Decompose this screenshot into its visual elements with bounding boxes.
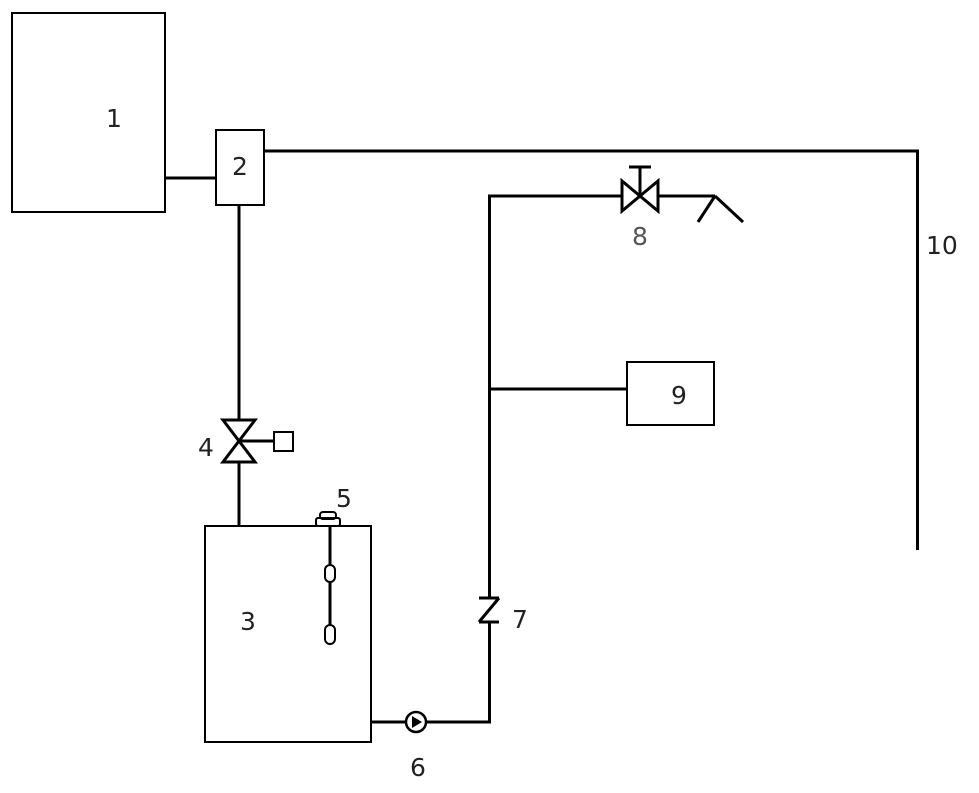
component-1-box xyxy=(11,12,166,213)
component-3-tank xyxy=(204,525,372,743)
label-4: 4 xyxy=(198,433,214,462)
spray-nozzle-icon xyxy=(696,194,745,224)
label-3: 3 xyxy=(240,607,256,636)
label-1: 1 xyxy=(106,104,122,133)
label-5: 5 xyxy=(336,484,352,513)
component-9-box xyxy=(626,361,715,426)
label-10: 10 xyxy=(926,231,958,260)
label-6: 6 xyxy=(410,753,426,782)
label-8: 8 xyxy=(632,222,648,251)
check-valve-icon xyxy=(477,596,501,624)
label-9: 9 xyxy=(671,381,687,410)
label-7: 7 xyxy=(512,605,528,634)
float-level-switch-icon xyxy=(315,511,341,645)
solenoid-valve-icon xyxy=(219,418,294,464)
pump-icon xyxy=(404,710,428,734)
label-2: 2 xyxy=(232,152,248,181)
manual-valve-icon xyxy=(620,165,660,215)
